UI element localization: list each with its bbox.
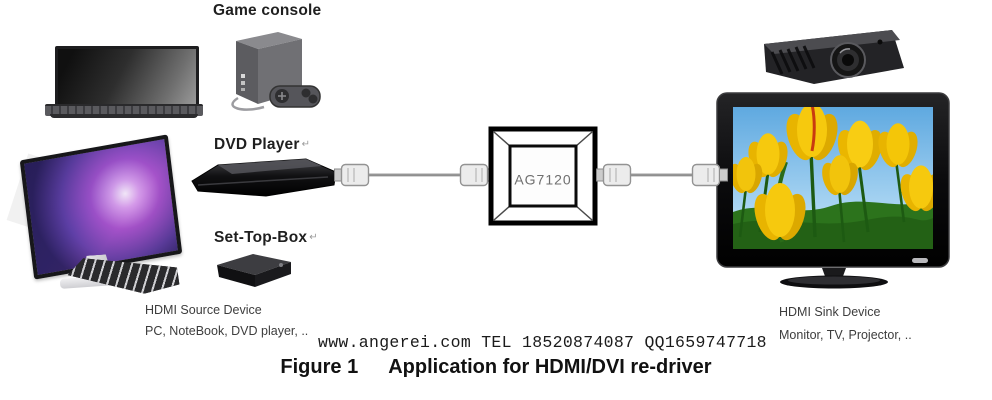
projector-lens-icon — [830, 42, 866, 78]
tulip-flower — [748, 133, 788, 178]
dvd-player-label-text: DVD Player — [214, 136, 300, 153]
laptop-screen — [55, 46, 199, 108]
hdmi-cable-right — [596, 160, 728, 190]
tulip-flower — [786, 107, 838, 161]
tulip-flower — [900, 165, 933, 212]
sink-caption-line2: Monitor, TV, Projector, .. — [779, 328, 912, 342]
figure-number: Figure 1 — [280, 356, 359, 378]
chip-label: AG7120 — [514, 172, 571, 188]
figure-title: Application for HDMI/DVI re-driver — [388, 356, 712, 378]
tulip-flower — [822, 155, 858, 196]
watermark-text: www.angerei.com TEL 18520874087 QQ165974… — [318, 333, 767, 352]
dvd-player-label: DVD Player↵ — [214, 136, 310, 154]
tv-image — [716, 92, 952, 290]
dvd-player-image — [188, 155, 340, 199]
hdmi-plug-icon — [334, 163, 370, 187]
tulip-flower — [733, 156, 763, 194]
set-top-box-label: Set-Top-Box↵ — [214, 229, 318, 247]
tulip-picture — [733, 107, 933, 249]
hdmi-plug-icon — [691, 163, 728, 187]
laptop-base — [50, 114, 198, 118]
hdmi-cable-left — [334, 160, 496, 190]
source-caption-line2: PC, NoteBook, DVD player, .. — [145, 324, 309, 338]
game-console-label: Game console — [213, 2, 321, 20]
game-console-image — [218, 28, 324, 114]
set-top-box-label-text: Set-Top-Box — [214, 229, 308, 246]
desktop-pc-image — [6, 134, 188, 295]
laptop-keyboard — [45, 104, 203, 116]
hdmi-plug-icon — [596, 163, 632, 187]
tulip-flower — [878, 123, 918, 168]
sink-caption-line1: HDMI Sink Device — [779, 305, 881, 319]
chip-box: AG7120 — [488, 126, 598, 226]
source-caption-line1: HDMI Source Device — [145, 303, 262, 317]
figure-caption: Figure 1 Application for HDMI/DVI re-dri… — [0, 356, 992, 379]
projector-image — [752, 22, 908, 90]
gamepad-icon — [269, 85, 321, 108]
tulip-flower — [754, 183, 806, 241]
game-console-label-text: Game console — [213, 2, 322, 19]
paragraph-mark-icon: ↵ — [301, 139, 311, 150]
set-top-box-image — [211, 248, 295, 292]
tv-button — [912, 258, 928, 263]
laptop-image — [45, 46, 203, 118]
paragraph-mark-icon: ↵ — [309, 232, 318, 243]
